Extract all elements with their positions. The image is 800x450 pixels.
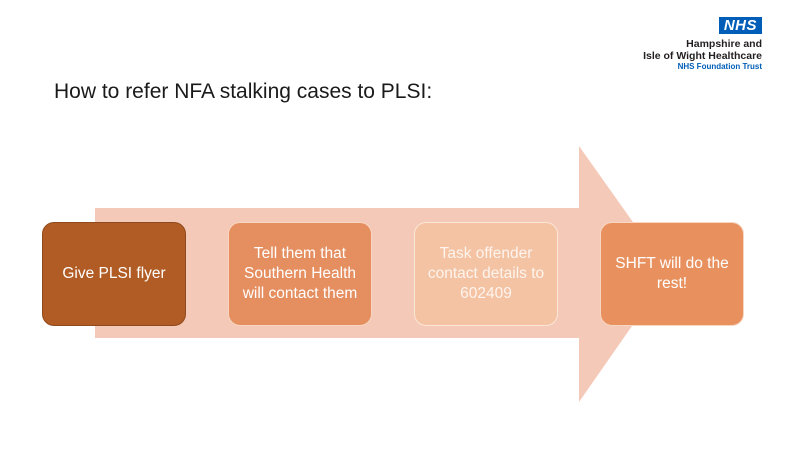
nhs-badge: NHS: [718, 17, 762, 34]
org-name-line-3: NHS Foundation Trust: [677, 62, 762, 71]
nhs-logo: NHS Hampshire and Isle of Wight Healthca…: [643, 17, 762, 72]
step-3-label: Task offender contact details to 602409: [427, 245, 545, 302]
arrow-shape: [95, 146, 669, 402]
step-2-box: Tell them that Southern Health will cont…: [228, 222, 372, 326]
step-1-label: Give PLSI flyer: [62, 265, 166, 282]
step-1-box: Give PLSI flyer: [42, 222, 186, 326]
org-name-line-1: Hampshire and: [686, 38, 762, 50]
step-3-box: Task offender contact details to 602409: [414, 222, 558, 326]
step-4-box: SHFT will do the rest!: [600, 222, 744, 326]
page-title: How to refer NFA stalking cases to PLSI:: [54, 80, 433, 103]
org-name-line-2: Isle of Wight Healthcare: [643, 50, 762, 62]
step-2-label: Tell them that Southern Health will cont…: [242, 245, 358, 302]
step-4-label: SHFT will do the rest!: [615, 255, 729, 292]
